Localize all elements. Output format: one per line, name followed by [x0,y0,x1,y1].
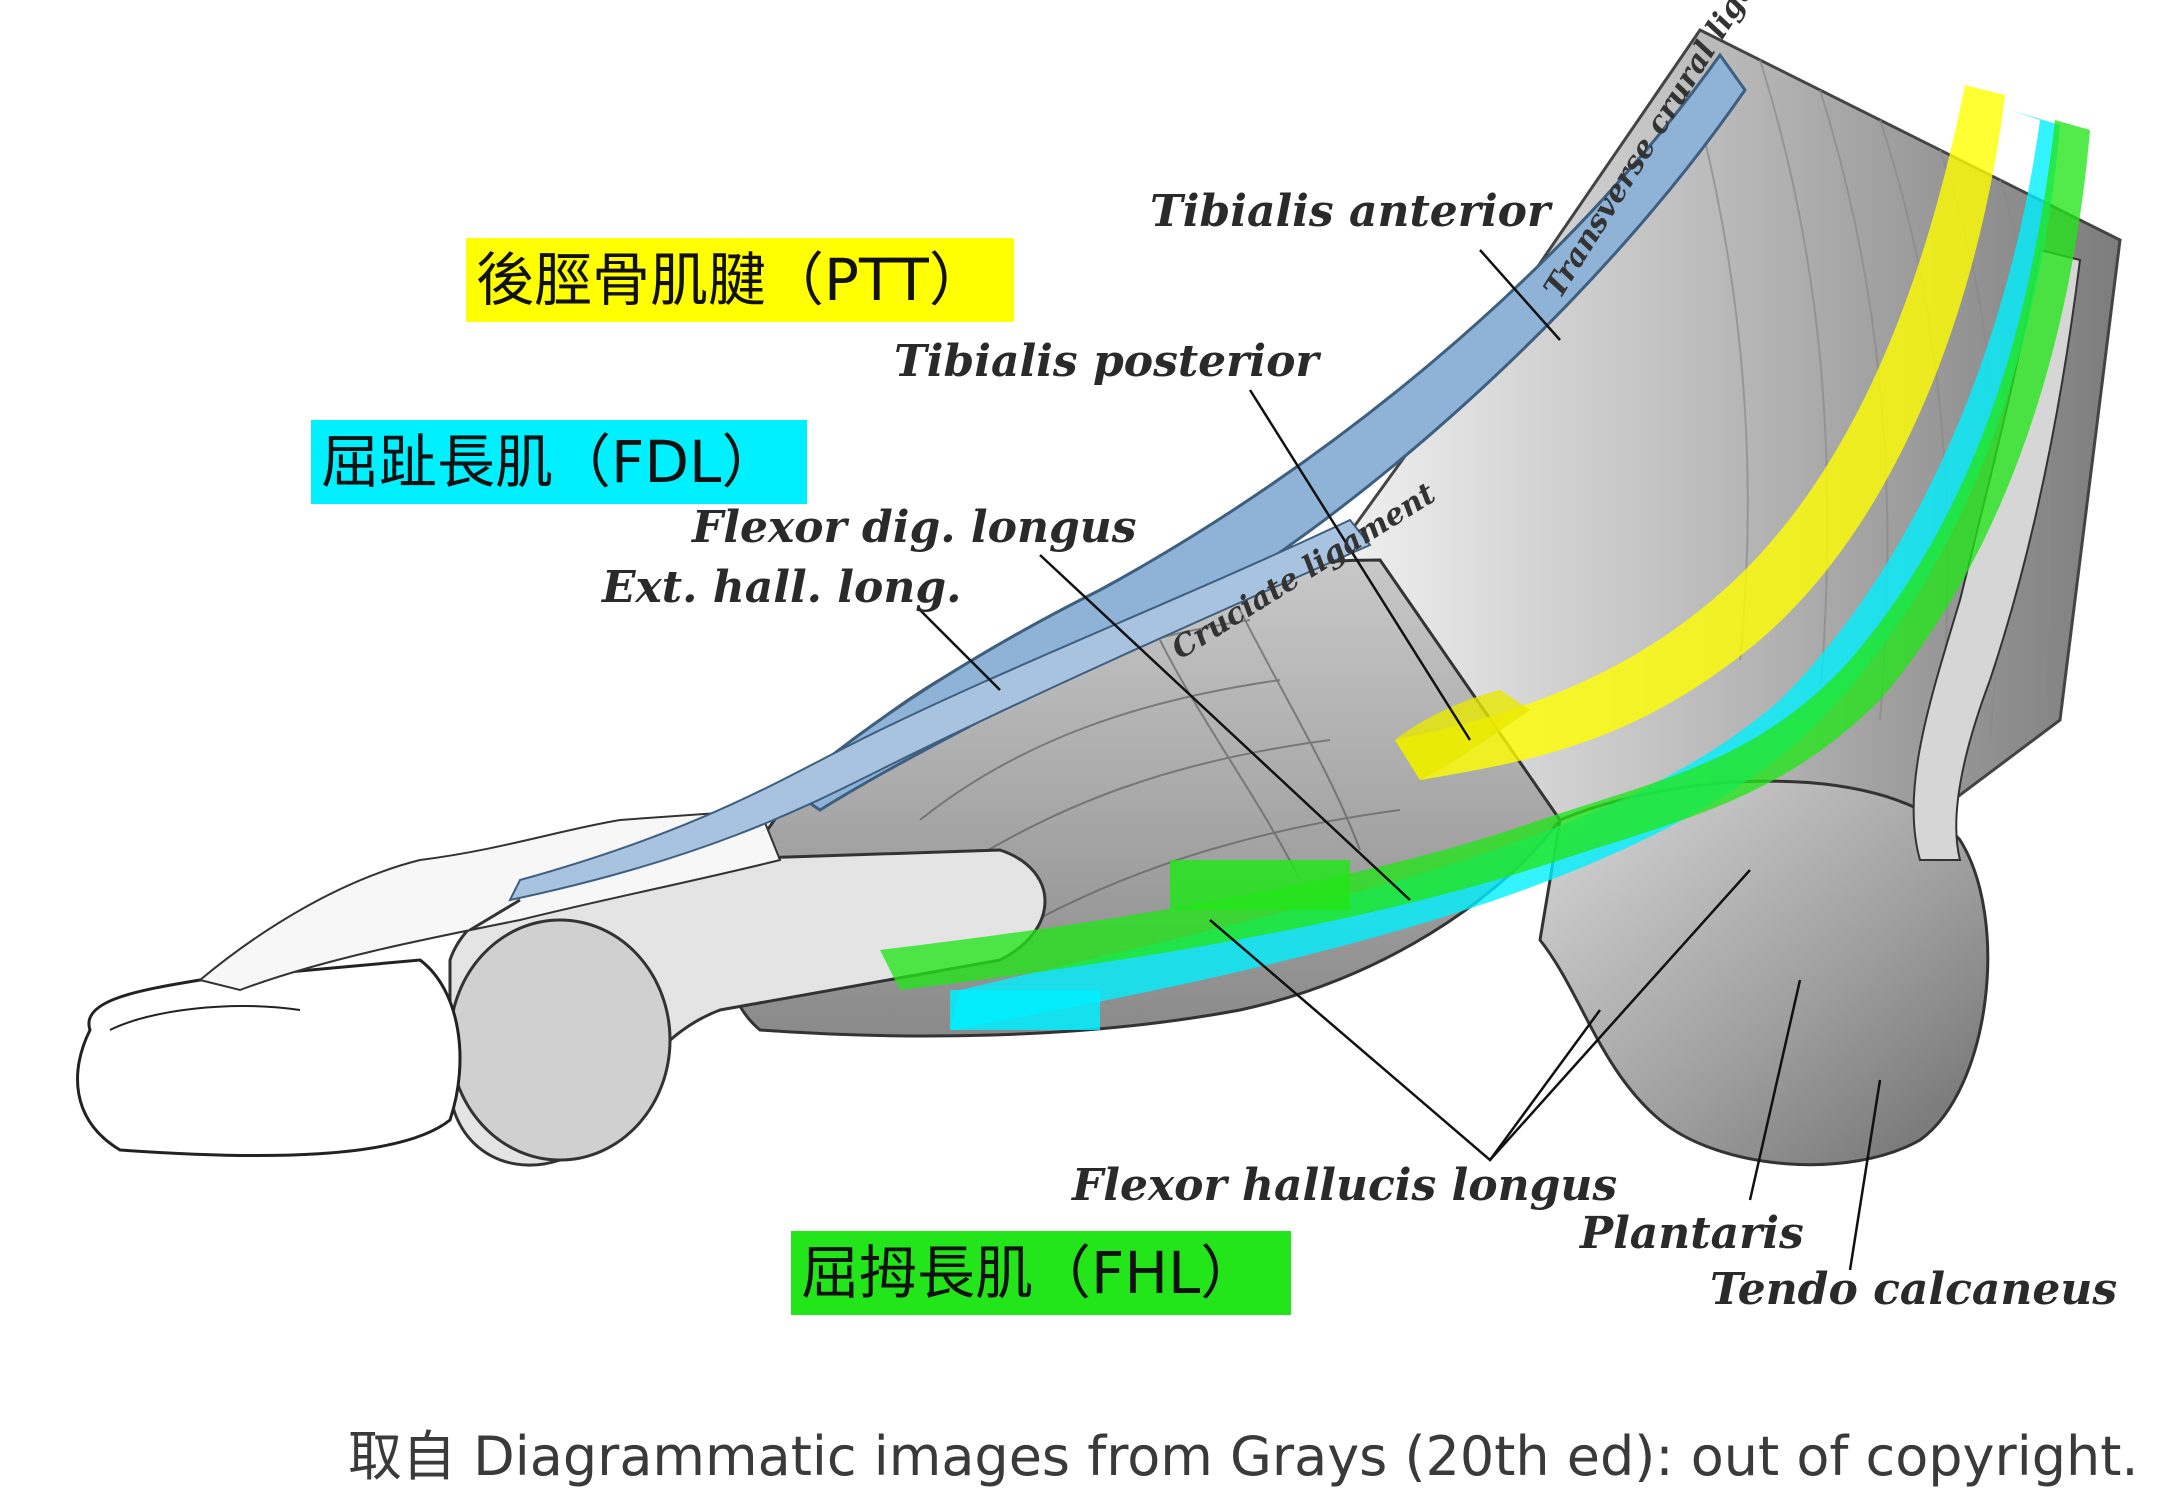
ptt-highlight [1395,85,2005,780]
flexor-dig-longus-label: Flexor dig. longus [692,502,1137,553]
metatarsal-head [448,918,672,1162]
big-toe [76,958,462,1158]
leader-lines [919,249,1882,1271]
fdl-highlight-distal-tab [950,990,1100,1030]
fhl-label: 屈拇長肌（FHL） [791,1231,1291,1315]
fhl-highlight-proximal-tab [1170,860,1350,910]
plantaris-label: Plantaris [1580,1208,1804,1259]
ext-hall-long-label: Ext. hall. long. [602,562,962,613]
tibialis-posterior-label: Tibialis posterior [894,336,1319,387]
image-caption: 取自 Diagrammatic images from Grays (20th … [348,1425,2139,1488]
flexor-hallucis-longus-label: Flexor hallucis longus [1072,1160,1618,1211]
extensor-hallucis-tendon [508,518,1372,902]
heel-calcaneus [1538,779,1990,1167]
tibialis-anterior-label: Tibialis anterior [1150,186,1551,237]
ptt-label: 後脛骨肌腱（PTT） [466,238,1014,322]
ptt-highlight-tail [1395,690,1530,780]
fdl-label: 屈趾長肌（FDL） [311,420,807,504]
extensor-tendon-tail [469,898,521,932]
toenail-line [109,1005,301,1031]
tendo-calcaneus-label: Tendo calcaneus [1710,1264,2118,1315]
